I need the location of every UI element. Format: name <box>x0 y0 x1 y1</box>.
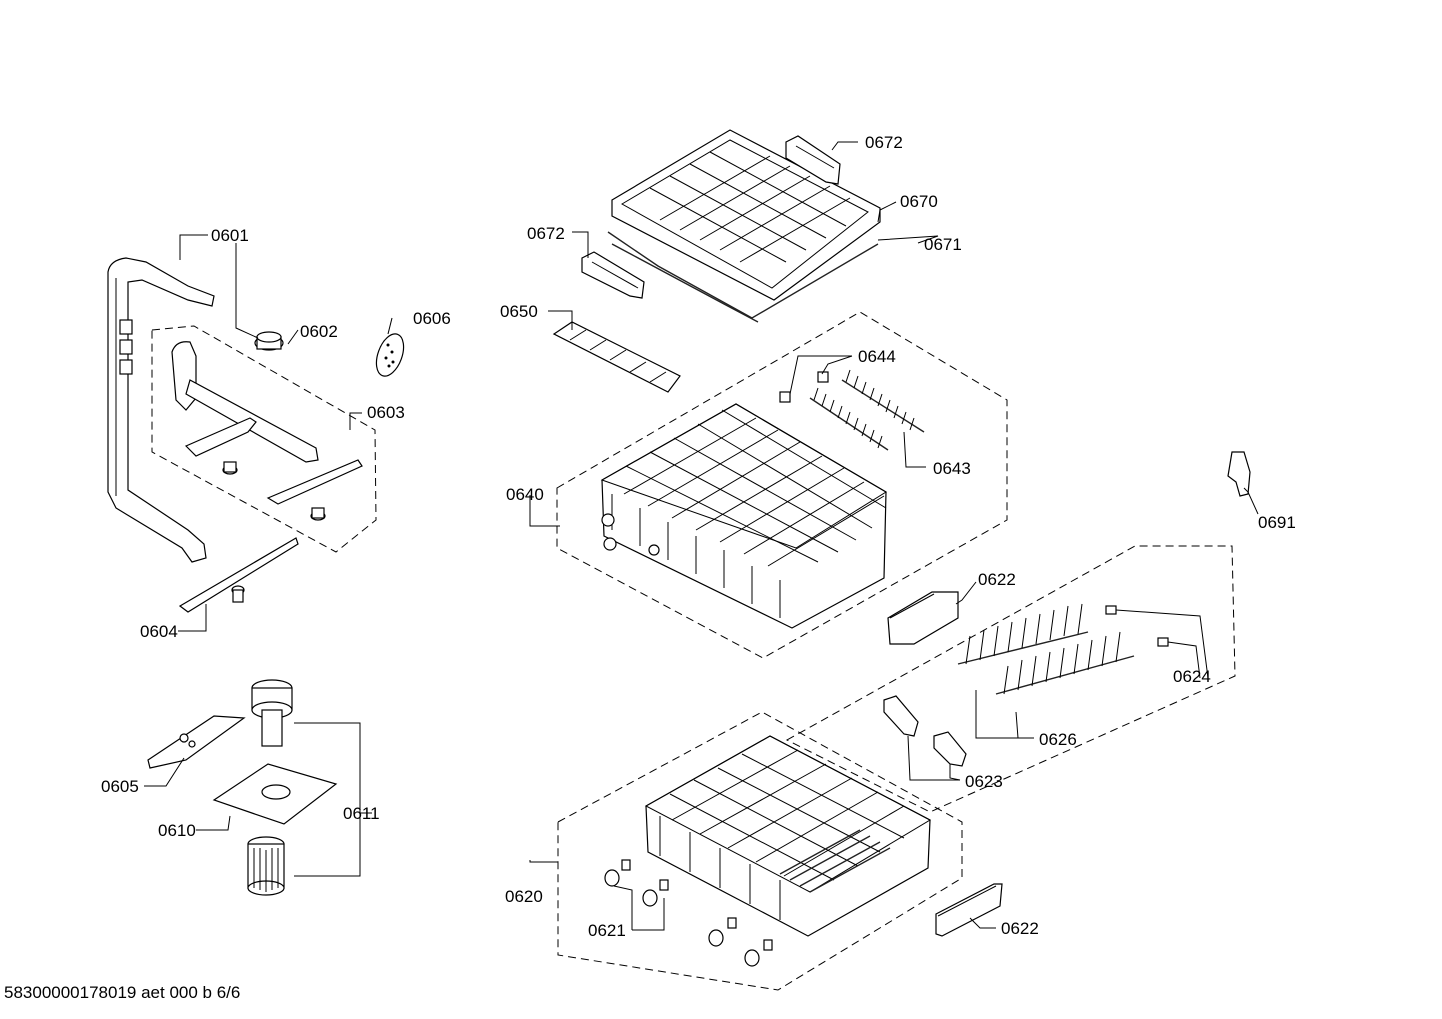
part-label-0691[interactable]: 0691 <box>1258 513 1296 532</box>
rack-insert-0650 <box>552 321 681 393</box>
supply-pipe-0601 <box>107 257 215 563</box>
clip-0644-b <box>779 391 791 403</box>
upper-basket-0640 <box>600 403 887 629</box>
filter-top-0611 <box>251 679 293 747</box>
leader-lines <box>144 141 1259 931</box>
part-label-0626[interactable]: 0626 <box>1039 730 1077 749</box>
part-label-0672-left[interactable]: 0672 <box>527 224 565 243</box>
clip-0672-left <box>581 251 645 299</box>
part-label-0650[interactable]: 0650 <box>500 302 538 321</box>
cover-0605 <box>147 715 246 769</box>
part-label-0605[interactable]: 0605 <box>101 777 139 796</box>
fine-filter-0611 <box>247 836 285 896</box>
part-label-0603[interactable]: 0603 <box>367 403 405 422</box>
wheel-0621-b <box>642 879 669 907</box>
handle-0691 <box>1227 451 1251 497</box>
group-outline-0620 <box>557 711 963 991</box>
clip-0672-top <box>785 135 841 185</box>
document-footer-id: 58300000178019 aet 000 b 6/6 <box>4 983 241 1002</box>
tray-rail-0671 <box>607 231 879 323</box>
part-label-0624[interactable]: 0624 <box>1173 667 1211 686</box>
cutlery-tray-0670 <box>611 129 881 301</box>
wheel-0621-a <box>604 859 631 887</box>
part-label-0604[interactable]: 0604 <box>140 622 178 641</box>
clip-0644-a <box>817 371 829 383</box>
microfilter-0610 <box>212 763 338 825</box>
rack-adjuster-0623-a <box>883 695 919 737</box>
clip-0624-b <box>1157 637 1169 647</box>
wheel-0621-d <box>744 939 773 967</box>
part-label-0644[interactable]: 0644 <box>858 347 896 366</box>
part-label-0601[interactable]: 0601 <box>211 226 249 245</box>
spray-arm-assembly-0603 <box>171 341 363 521</box>
lower-basket-0620 <box>644 735 932 937</box>
part-label-0623[interactable]: 0623 <box>965 772 1003 791</box>
part-label-0610[interactable]: 0610 <box>158 821 196 840</box>
part-label-0643[interactable]: 0643 <box>933 459 971 478</box>
group-outline-0640 <box>556 311 1008 659</box>
part-label-0622-top[interactable]: 0622 <box>978 570 1016 589</box>
basket-front-0622-bottom <box>935 883 1003 937</box>
part-label-0670[interactable]: 0670 <box>900 192 938 211</box>
part-label-0672-top[interactable]: 0672 <box>865 133 903 152</box>
part-label-0671[interactable]: 0671 <box>924 235 962 254</box>
group-outline-0624 <box>785 545 1236 813</box>
part-label-0622-bottom[interactable]: 0622 <box>1001 919 1039 938</box>
spray-arm-0604 <box>178 537 299 613</box>
clip-0624-a <box>1105 605 1117 615</box>
group-outline-0603 <box>151 325 377 553</box>
part-label-0621[interactable]: 0621 <box>588 921 626 940</box>
part-label-0606[interactable]: 0606 <box>413 309 451 328</box>
tine-row-0643 <box>809 369 925 451</box>
filter-disc-0606 <box>375 333 405 377</box>
part-label-0611[interactable]: 0611 <box>343 804 380 823</box>
coupling-0602 <box>254 331 284 351</box>
tine-row-0626 <box>957 603 1135 695</box>
part-label-0640[interactable]: 0640 <box>506 485 544 504</box>
wheel-0621-c <box>708 917 737 947</box>
basket-front-0622-top <box>887 591 959 645</box>
rack-adjuster-0623-b <box>933 731 967 767</box>
part-label-0602[interactable]: 0602 <box>300 322 338 341</box>
part-label-0620[interactable]: 0620 <box>505 887 543 906</box>
